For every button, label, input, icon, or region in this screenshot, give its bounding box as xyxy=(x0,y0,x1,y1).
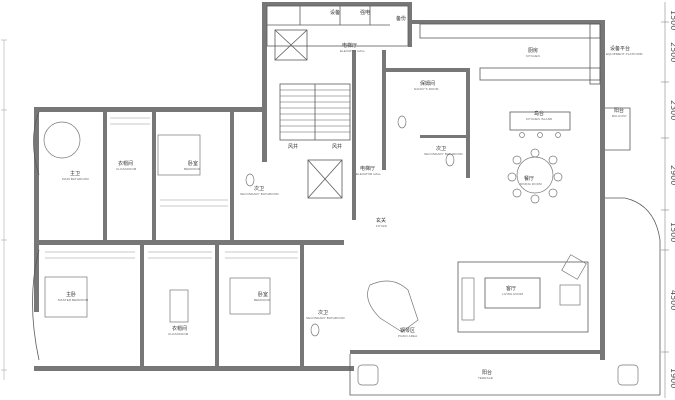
cloak1-label: 衣帽间 xyxy=(118,160,133,167)
elevator-hall-label: 电梯厅 xyxy=(360,165,375,172)
living-sub: LIVING ROOM xyxy=(502,292,524,296)
dim-4: 2900 xyxy=(669,165,675,185)
elec-top-label: 强电 xyxy=(360,9,370,16)
equipment-top-label: 设备 xyxy=(330,9,340,16)
master-sub: MASTER BEDROOM xyxy=(58,298,89,302)
piano-label: 钢琴区 xyxy=(400,327,415,334)
equip-platform-sub: EQUIPMENT PLATFORM xyxy=(606,52,643,56)
dim-1: 1500 xyxy=(669,10,675,30)
master-label: 主卧 xyxy=(66,291,76,298)
island-sub: KITCHEN ISLAND xyxy=(526,117,553,121)
nanny-sub: NANNY'S ROOM xyxy=(414,87,439,91)
cloak1-sub: CLOAKROOM xyxy=(116,167,137,171)
balcony-right-sub: BALCONY xyxy=(612,114,627,118)
nanny-label: 保姆间 xyxy=(420,80,435,87)
elevator-top-label: 电梯厅 xyxy=(342,42,357,49)
dim-7: 1900 xyxy=(669,368,675,388)
secbath2-label: 次卫 xyxy=(254,185,264,192)
fengjing1-label: 风井 xyxy=(288,143,298,150)
terrace-label: 阳台 xyxy=(482,369,492,376)
dim-5: 1500 xyxy=(669,222,675,242)
foyer-sub: FOYER xyxy=(376,224,388,228)
foyer-label: 玄关 xyxy=(376,217,386,224)
elevator-top-sub: ELEVATOR HALL xyxy=(340,49,365,53)
main-bath-sub: MAIN BATHROOM xyxy=(62,177,89,181)
cloak2-sub: CLOAKROOM xyxy=(168,332,189,336)
living-label: 客厅 xyxy=(506,285,516,292)
piano-sub: PIANO AREA xyxy=(398,334,417,338)
kitchen-sub: KITCHEN xyxy=(526,54,540,58)
balcony-right-label: 阳台 xyxy=(614,107,624,114)
secbath3-label: 次卫 xyxy=(318,309,328,316)
dim-2: 2500 xyxy=(669,42,675,62)
bedroom2-sub: BEDROOM xyxy=(254,298,271,302)
dim-6: 4500 xyxy=(669,290,675,310)
kitchen-label: 厨房 xyxy=(528,47,538,54)
secbath1-label: 次卫 xyxy=(436,145,446,152)
dimension-line: 1500 2500 2300 2900 1500 4500 1900 xyxy=(661,2,675,398)
main-bath-label: 主卫 xyxy=(70,170,80,177)
equip-platform-label: 设备平台 xyxy=(610,45,630,52)
fengjing2-label: 风井 xyxy=(332,143,342,150)
island-label: 岛台 xyxy=(534,110,544,117)
dining-sub: DINING ROOM xyxy=(520,182,542,186)
dining-label: 餐厅 xyxy=(524,175,534,182)
reserve-top-label: 备份 xyxy=(396,15,406,22)
secbath1-sub: SECONDARY BATHROOM xyxy=(424,152,463,156)
terrace-sub: TERRACE xyxy=(478,376,493,380)
dim-3: 2300 xyxy=(669,100,675,120)
bedroom2-label: 卧室 xyxy=(258,291,268,298)
walls xyxy=(34,2,605,371)
bedroom1-label: 卧室 xyxy=(188,160,198,167)
bedroom1-sub: BEDROOM xyxy=(184,167,201,171)
elevator-hall-sub: ELEVATOR HALL xyxy=(356,172,381,176)
room-labels: 设备 强电 备份 电梯厅 ELEVATOR HALL 厨房 KITCHEN 设备… xyxy=(58,9,643,380)
thin-lines xyxy=(32,5,661,396)
secbath3-sub: SECONDARY BATHROOM xyxy=(306,316,345,320)
secbath2-sub: SECONDARY BATHROOM xyxy=(240,192,279,196)
cloak2-label: 衣帽间 xyxy=(172,325,187,332)
left-dimension-ticks xyxy=(1,39,7,380)
furniture xyxy=(43,115,639,386)
